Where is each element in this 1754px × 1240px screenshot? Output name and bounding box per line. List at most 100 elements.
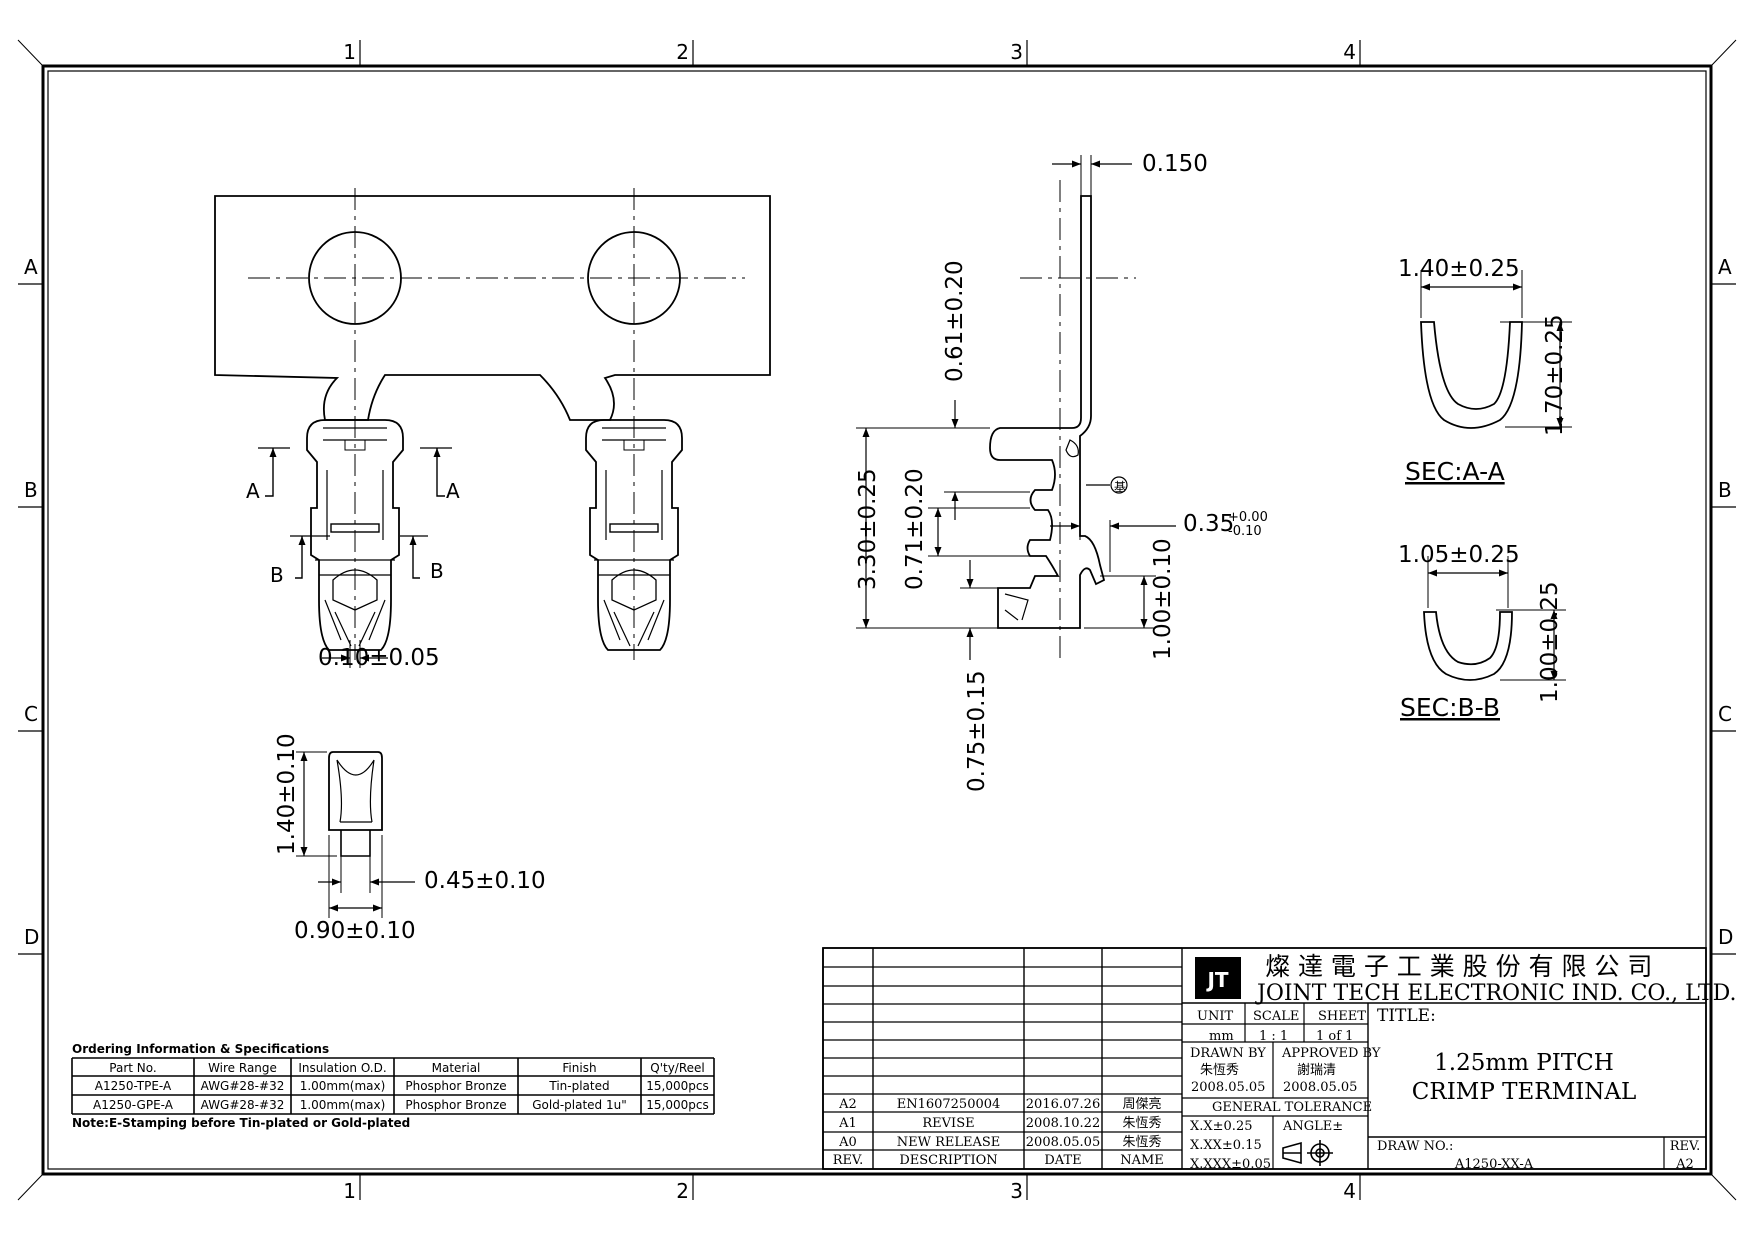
terminal-detail (605, 470, 663, 540)
wire-slot (609, 523, 659, 533)
table-cell: A1250-TPE-A (95, 1079, 172, 1093)
dimension-arrow (1140, 576, 1148, 585)
section-b-left: B (270, 563, 284, 587)
terminal-outline (306, 419, 404, 651)
table-header-cell: Q'ty/Reel (650, 1061, 705, 1075)
terminal-front (306, 419, 404, 651)
dimension-arrow (1110, 522, 1119, 530)
ordering-note: Note:E-Stamping before Tin-plated or Gol… (72, 1116, 410, 1130)
dim-front-thickness: 0.10±0.05 (318, 645, 440, 671)
dimension-arrow (951, 492, 959, 501)
dimension-arrow (1140, 619, 1148, 628)
dim-side-slot-lower: -0.10 (1228, 524, 1262, 539)
title-label: TITLE: (1377, 1006, 1436, 1026)
zone-top-label: 4 (1343, 40, 1356, 64)
terminal-outline (585, 419, 683, 651)
dimension-arrow (300, 752, 308, 761)
section-arrow (433, 448, 441, 457)
dim-bottom-width: 0.90±0.10 (294, 918, 416, 944)
rev-cell: 2008.10.22 (1026, 1116, 1100, 1131)
zone-bottom-label: 3 (1010, 1179, 1023, 1203)
rev-header-cell: NAME (1120, 1153, 1164, 1168)
table-cell: Tin-plated (548, 1079, 609, 1093)
approved-label: APPROVED BY (1281, 1046, 1381, 1061)
rev-cell: 朱恆秀 (1122, 1135, 1161, 1150)
wire-slot (330, 523, 380, 533)
section-bb-profile (1423, 611, 1513, 681)
rev-cell: 2016.07.26 (1026, 1097, 1100, 1112)
dim-bb-width: 1.05±0.25 (1398, 542, 1520, 568)
table-cell: AWG#28-#32 (201, 1098, 285, 1112)
bottom-view (296, 751, 415, 918)
crimp-barrel (332, 569, 378, 611)
table-cell: A1250-GPE-A (93, 1098, 174, 1112)
unit-label: UNIT (1197, 1009, 1233, 1024)
drawn-date: 2008.05.05 (1191, 1080, 1265, 1095)
datum-circle (1110, 476, 1128, 494)
zone-right-label: B (1718, 478, 1732, 502)
terminal-detail (326, 470, 384, 540)
section-bb-label: SEC:B-B (1400, 693, 1500, 722)
drawn-label: DRAWN BY (1190, 1046, 1266, 1061)
dimension-arrow (862, 619, 870, 628)
zone-bottom-label: 4 (1343, 1179, 1356, 1203)
rev-cell: REVISE (922, 1116, 974, 1131)
dimension-arrow (370, 878, 379, 886)
center-mark (623, 439, 645, 451)
terminal-detail (594, 559, 674, 576)
dimension-arrow (373, 904, 382, 912)
crimp-wings (603, 599, 665, 647)
logo-text: JT (1205, 968, 1228, 992)
dimension-arrow (360, 654, 369, 662)
zone-right-label: D (1718, 925, 1733, 949)
angle-label: ANGLE± (1282, 1119, 1343, 1134)
table-header-cell: Insulation O.D. (298, 1061, 386, 1075)
dim-side-tab-height: 0.61±0.20 (942, 260, 968, 382)
title-line-2: CRIMP TERMINAL (1412, 1079, 1636, 1105)
dim-aa-height: 1.70±0.25 (1542, 314, 1568, 436)
sheet-value: 1 of 1 (1316, 1029, 1353, 1044)
section-a-left: A (246, 479, 260, 503)
side-view (856, 155, 1176, 660)
rev-cell: 周傑亮 (1122, 1096, 1161, 1112)
drawn-name: 朱恆秀 (1200, 1063, 1239, 1078)
dim-side-slot: 0.35 (1183, 511, 1234, 537)
tolerance-label: GENERAL TOLERANCE (1212, 1100, 1372, 1115)
dim-side-top: 0.150 (1142, 151, 1208, 177)
approved-date: 2008.05.05 (1283, 1080, 1357, 1095)
dimension-arrow (966, 628, 974, 637)
zone-top-label: 2 (676, 40, 689, 64)
crimp-wings (324, 599, 386, 647)
crimp-barrel (611, 569, 657, 611)
tolerance-1: X.X±0.25 (1190, 1119, 1252, 1134)
section-cut-a-left (265, 448, 274, 497)
zone-top-label: 1 (343, 40, 356, 64)
rev-cell: A2 (838, 1097, 857, 1112)
carrier-strip (214, 195, 771, 421)
ordering-table: Ordering Information & Specifications No… (71, 1042, 715, 1130)
rev-value: A2 (1675, 1157, 1694, 1172)
zone-left-label: D (24, 925, 39, 949)
dim-side-total: 3.30±0.25 (855, 468, 881, 590)
dim-aa-width: 1.40±0.25 (1398, 256, 1520, 282)
rev-cell: A1 (838, 1116, 857, 1131)
rev-cell: 朱恆秀 (1122, 1116, 1161, 1131)
dim-side-tail: 1.00±0.10 (1150, 538, 1176, 660)
tolerance-3: X.XXX±0.05 (1190, 1157, 1271, 1172)
dim-side-mid: 0.71±0.20 (902, 468, 928, 590)
side-detail (1065, 439, 1079, 458)
table-cell: AWG#28-#32 (201, 1079, 285, 1093)
table-cell: Gold-plated 1u" (532, 1098, 627, 1112)
zone-right-label: C (1718, 702, 1732, 726)
dim-side-slot-upper: +0.00 (1228, 510, 1268, 525)
projection-symbol-icon (1282, 1140, 1333, 1166)
zone-bottom-label: 1 (343, 1179, 356, 1203)
table-cell: 15,000pcs (646, 1079, 708, 1093)
dimension-arrow (332, 878, 341, 886)
section-arrow (409, 536, 417, 545)
dim-side-bottom: 0.75±0.15 (964, 670, 990, 792)
unit-value: mm (1209, 1029, 1234, 1044)
section-cut-a-right (436, 448, 445, 497)
dimension-arrow (951, 419, 959, 428)
